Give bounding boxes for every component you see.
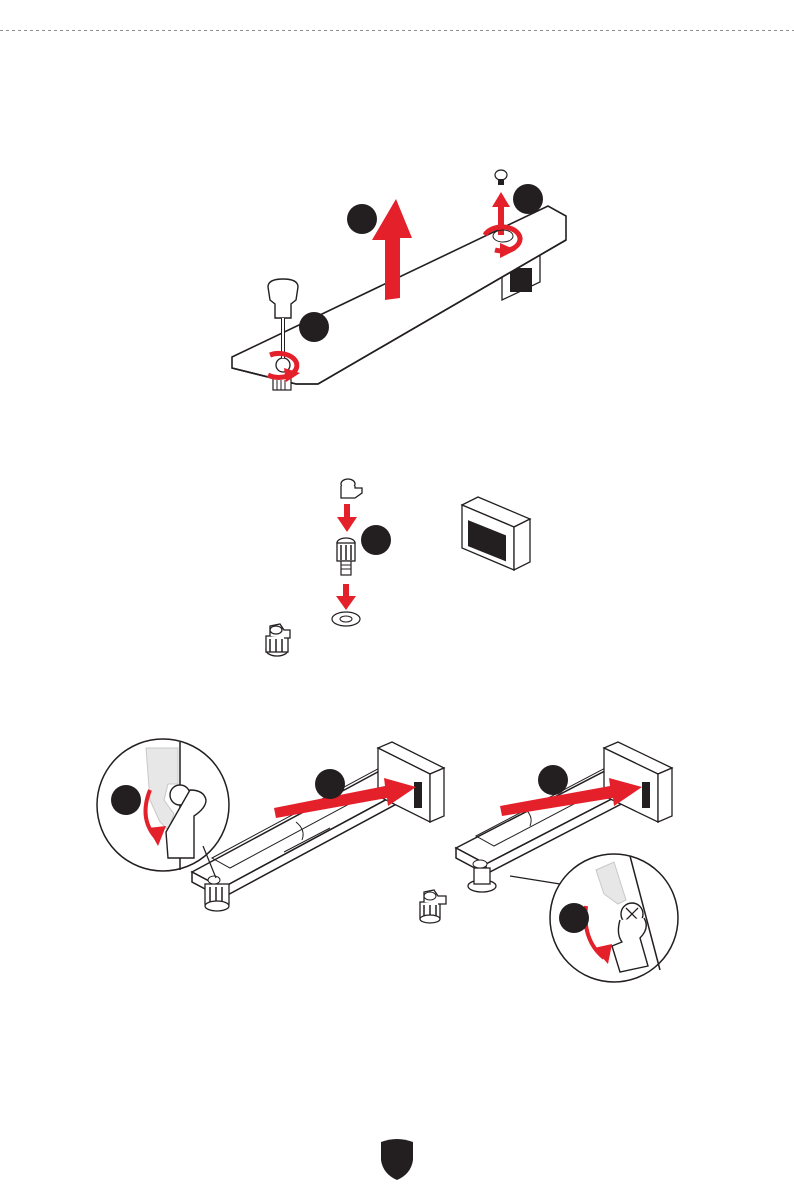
m2-slot-icon — [462, 497, 530, 570]
step-marker — [347, 204, 377, 234]
standoff-with-clip-icon — [266, 624, 290, 656]
step-marker — [315, 769, 345, 799]
step-marker — [538, 765, 568, 795]
figure-install-standoff-and-clip — [0, 468, 794, 668]
clip-zoom-inset — [510, 854, 678, 982]
ez-clip-icon — [341, 479, 362, 498]
figure-install-m2-ssd — [0, 730, 794, 990]
page-shield-icon — [381, 1138, 413, 1180]
figure-remove-heatsink-plate — [0, 150, 794, 410]
screw-icon — [495, 170, 507, 185]
down-arrow-icon — [336, 584, 356, 610]
step-marker — [361, 525, 391, 555]
down-arrow-icon — [337, 504, 357, 532]
step-marker — [559, 903, 589, 933]
step-marker — [513, 184, 543, 214]
step-marker — [299, 312, 329, 342]
standoff-icon — [337, 538, 355, 575]
step-marker — [111, 785, 141, 815]
crop-mark-line — [0, 30, 794, 31]
standoff-with-clip-icon — [420, 890, 446, 923]
